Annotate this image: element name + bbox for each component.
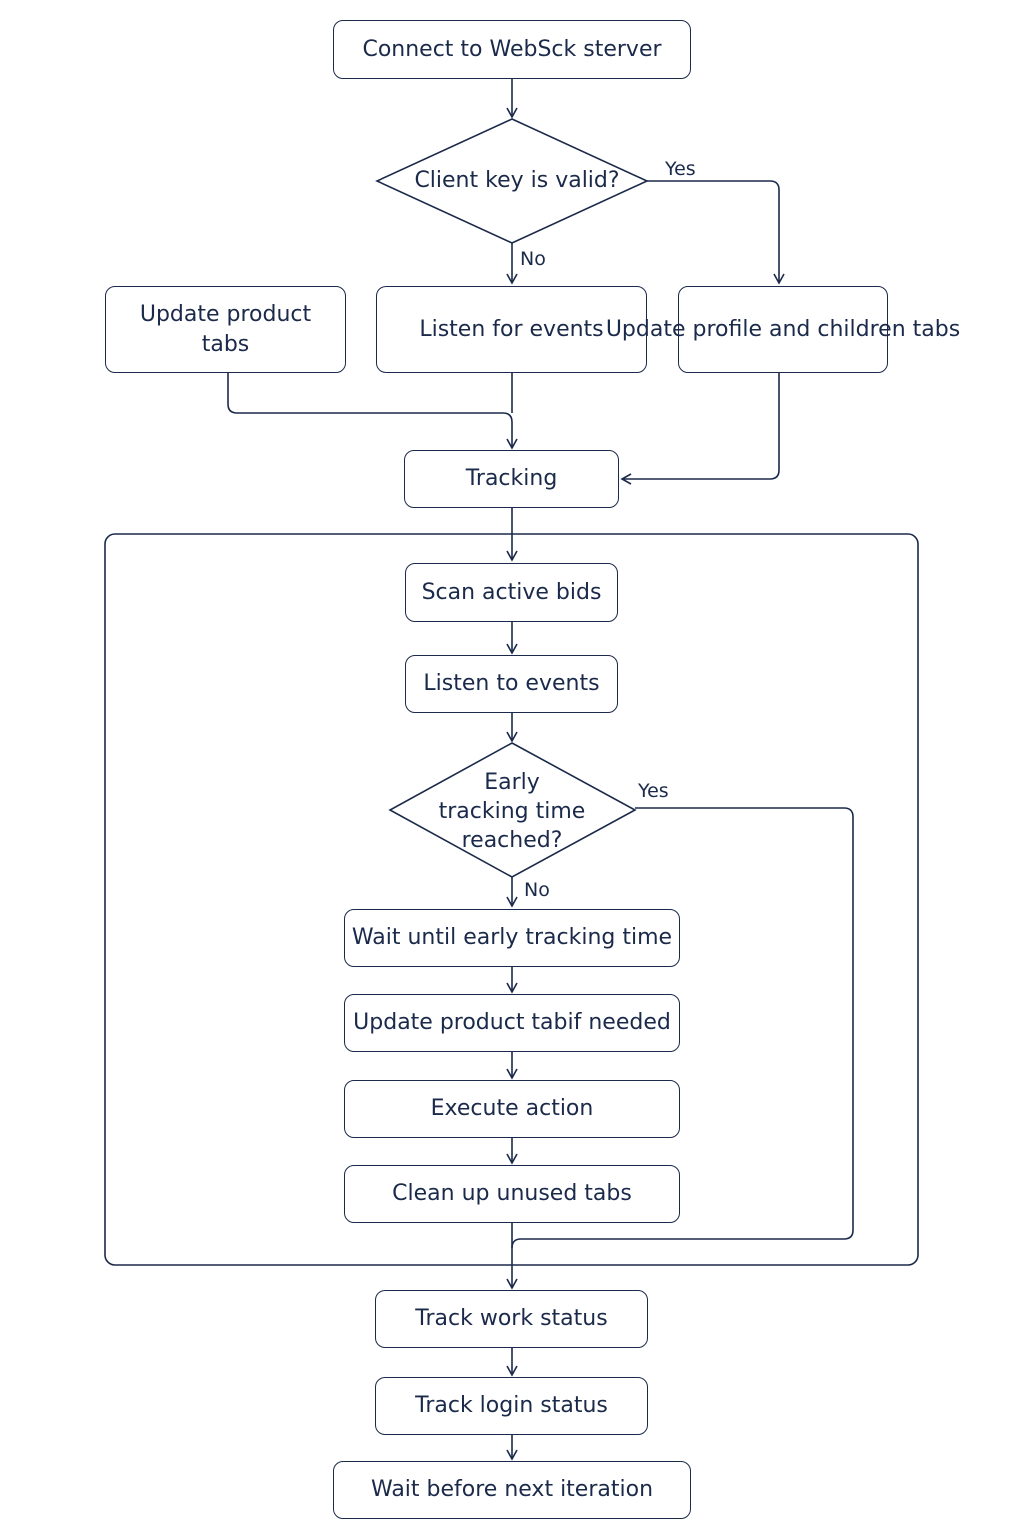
wait-until-early-node: Wait until early tracking time [344,909,680,967]
early-yes-label: Yes [638,780,669,802]
scan-active-bids-node: Scan active bids [405,563,618,622]
listen-for-events-node: Listen for events [376,286,647,373]
execute-action-node: Execute action [344,1080,680,1138]
clean-up-tabs-node: Clean up unused tabs [344,1165,680,1223]
client-key-question-text: Client key is valid? [414,167,620,193]
early-no-label: No [524,879,550,901]
update-product-tabs-node: Update product tabs [105,286,346,373]
early-tracking-question-text: Early tracking time reached? [438,769,586,853]
listen-to-events-node: Listen to events [405,655,618,713]
client-key-yes-label: Yes [665,158,696,180]
client-key-no-label: No [520,248,546,270]
connect-node: Connect to WebSck sterver [333,20,691,79]
track-work-status-node: Track work status [375,1290,648,1348]
wait-next-iteration-node: Wait before next iteration [333,1461,691,1519]
tracking-node: Tracking [404,450,619,508]
update-profile-children-node: Update profile and children tabs [606,286,960,373]
update-product-tab-if-needed-node: Update product tabif needed [344,994,680,1052]
track-login-status-node: Track login status [375,1377,648,1435]
